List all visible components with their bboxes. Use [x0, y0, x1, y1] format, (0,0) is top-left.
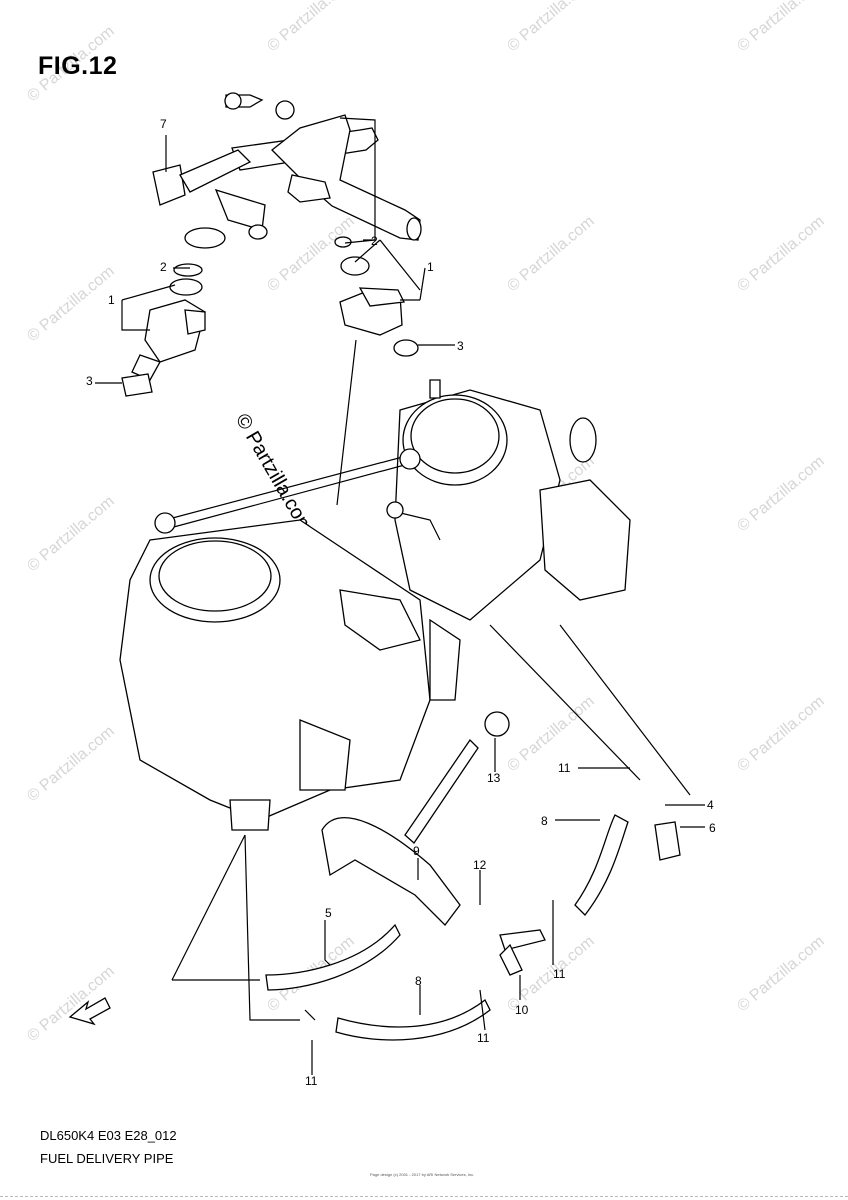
- fine-print: Page design (c) 2001 - 2017 by ARI Netwo…: [370, 1172, 475, 1177]
- callout-1-right: 1: [427, 260, 434, 274]
- callout-2-left: 2: [160, 260, 167, 274]
- callout-11-mid: 11: [553, 967, 566, 981]
- throttle-body: [119, 379, 631, 831]
- callout-11-top: 11: [558, 761, 571, 775]
- fwd-arrow-icon: [68, 997, 111, 1026]
- callout-11-bottom: 11: [305, 1074, 318, 1088]
- model-code: DL650K4 E03 E28_012: [40, 1128, 177, 1143]
- callout-11-lower: 11: [477, 1031, 490, 1045]
- hoses: [265, 711, 681, 1041]
- callout-7: 7: [160, 117, 167, 131]
- figure-title: FIG.12: [38, 52, 118, 80]
- callout-6: 6: [709, 821, 716, 835]
- callout-4: 4: [707, 798, 714, 812]
- callout-8-upper: 8: [541, 814, 548, 828]
- callout-2-right: 2: [371, 234, 378, 248]
- leader-lines: [95, 117, 705, 1075]
- left-injector-group: [121, 263, 206, 397]
- callout-12: 12: [473, 858, 487, 872]
- callout-13: 13: [487, 771, 501, 785]
- figure-name: FUEL DELIVERY PIPE: [40, 1151, 174, 1166]
- callout-3-left: 3: [86, 374, 93, 388]
- callout-10: 10: [515, 1003, 529, 1017]
- callout-9: 9: [413, 844, 420, 858]
- fuel-delivery-pipe: [152, 92, 422, 249]
- callout-5: 5: [325, 906, 332, 920]
- bottom-divider: [0, 1196, 848, 1197]
- callout-3-right: 3: [457, 339, 464, 353]
- callout-8-lower: 8: [415, 974, 422, 988]
- right-injector-group: [334, 236, 419, 357]
- callout-1-left: 1: [108, 293, 115, 307]
